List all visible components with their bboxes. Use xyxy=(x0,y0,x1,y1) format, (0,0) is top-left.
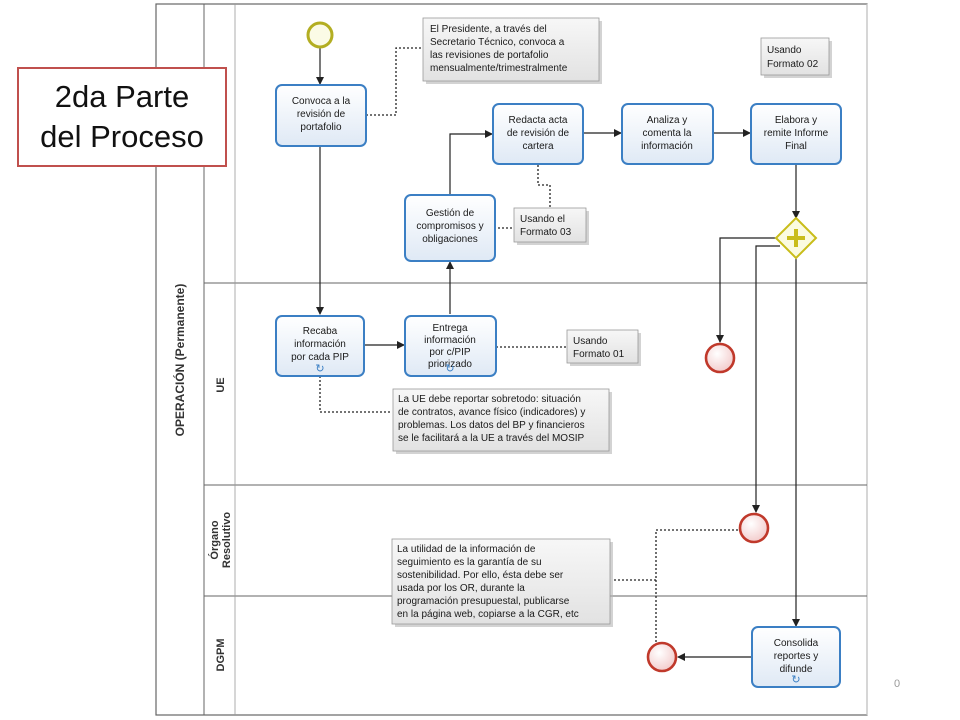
task-analiza-l3: información xyxy=(641,141,693,152)
end-event-organo xyxy=(738,512,770,544)
note-utilidad: La utilidad de la información de seguimie… xyxy=(391,538,613,627)
note-formato02-l1: Usando xyxy=(767,45,802,56)
note-utilidad-l6: en la página web, copiarse a la CGR, etc xyxy=(397,609,579,620)
note-formato03-l1: Usando el xyxy=(520,214,565,225)
task-consolida-l3: difunde xyxy=(780,664,813,675)
note-presidente-l1: El Presidente, a través del xyxy=(430,24,547,35)
task-elabora-l2: remite Informe xyxy=(764,128,829,139)
task-consolida-l1: Consolida xyxy=(774,638,819,649)
task-redacta-l2: de revisión de xyxy=(507,128,570,139)
task-redacta[interactable]: Redacta acta de revisión de cartera xyxy=(492,103,584,165)
note-ue-reporta: La UE debe reportar sobretodo: situación… xyxy=(392,388,612,454)
sequence-flows xyxy=(316,48,800,661)
task-analiza-l1: Analiza y xyxy=(647,115,688,126)
note-utilidad-l5: programación presupuestal, publicarse xyxy=(397,596,570,607)
note-formato03: Usando el Formato 03 xyxy=(513,207,589,245)
task-elabora-l3: Final xyxy=(785,141,807,152)
task-consolida-l2: reportes y xyxy=(774,651,818,662)
note-presidente-l4: mensualmente/trimestralmente xyxy=(430,63,568,74)
parallel-gateway xyxy=(774,216,818,260)
task-gestion-l3: obligaciones xyxy=(422,234,478,245)
associations xyxy=(319,47,738,646)
task-redacta-l1: Redacta acta xyxy=(509,115,568,126)
task-analiza[interactable]: Analiza y comenta la información xyxy=(621,103,714,165)
flow-gateway-end-ue xyxy=(716,237,776,343)
task-redacta-l3: cartera xyxy=(522,141,554,152)
task-entrega-l4: priorizado xyxy=(428,359,472,370)
slide-label: 2da Parte del Proceso xyxy=(17,67,227,167)
task-convoca-l1: Convoca a la xyxy=(292,96,351,107)
lane-label-ue: UE xyxy=(215,377,227,392)
task-gestion-l1: Gestión de xyxy=(426,208,475,219)
start-event xyxy=(306,21,334,49)
note-formato02-l2: Formato 02 xyxy=(767,59,819,70)
note-ue-reporta-l3: problemas. Los datos del BP y financiero… xyxy=(398,420,585,431)
slide-label-line1: 2da Parte xyxy=(54,79,190,114)
loop-icon: ↻ xyxy=(445,362,454,375)
loop-icon: ↻ xyxy=(315,362,324,375)
task-consolida[interactable]: Consolida reportes y difunde ↻ xyxy=(751,626,841,688)
note-utilidad-l3: sostenibilidad. Por ello, ésta debe ser xyxy=(397,570,564,581)
task-recaba-l1: Recaba xyxy=(303,326,338,337)
task-recaba-l3: por cada PIP xyxy=(291,352,349,363)
note-ue-reporta-l1: La UE debe reportar sobretodo: situación xyxy=(398,394,581,405)
task-recaba-l2: información xyxy=(294,339,346,350)
svg-text:La UE debe reportar sobretodo: La UE debe reportar sobretodo: situación… xyxy=(398,394,585,444)
lane-label-organo-2: Resolutivo xyxy=(221,512,233,569)
task-entrega-l2: información xyxy=(424,335,476,346)
lane-label-organo-1: Órgano xyxy=(208,520,221,559)
note-formato03-l2: Formato 03 xyxy=(520,227,572,238)
note-formato01-l1: Usando xyxy=(573,336,608,347)
task-elabora-l1: Elabora y xyxy=(775,115,817,126)
end-event-ue xyxy=(704,342,736,374)
note-presidente-l2: Secretario Técnico, convoca a xyxy=(430,37,565,48)
pool-title: OPERACIÓN (Permanente) xyxy=(172,284,187,437)
task-convoca[interactable]: Convoca a la revisión de portafolio xyxy=(275,84,367,147)
end-event-dgpm xyxy=(646,641,678,673)
task-gestion[interactable]: Gestión de compromisos y obligaciones xyxy=(404,194,496,262)
note-formato01-l2: Formato 01 xyxy=(573,349,625,360)
note-utilidad-l4: usada por los OR, durante la xyxy=(397,583,525,594)
task-convoca-l3: portafolio xyxy=(300,122,342,133)
note-utilidad-l2: seguimiento es la garantía de su xyxy=(397,557,542,568)
loop-icon: ↻ xyxy=(791,673,800,686)
note-utilidad-l1: La utilidad de la información de xyxy=(397,544,536,555)
svg-text:La utilidad de la información: La utilidad de la información de seguimie… xyxy=(397,544,579,620)
task-convoca-l2: revisión de xyxy=(297,109,346,120)
task-gestion-l2: compromisos y xyxy=(416,221,483,232)
page-number: 0 xyxy=(894,678,901,690)
task-entrega-l3: por c/PIP xyxy=(429,347,470,358)
task-analiza-l2: comenta la xyxy=(643,128,692,139)
note-ue-reporta-l4: se le facilitará a la UE a través del MO… xyxy=(398,433,585,444)
task-entrega-l1: Entrega xyxy=(432,323,467,334)
task-recaba[interactable]: Recaba información por cada PIP ↻ xyxy=(275,315,365,377)
lane-label-dgpm: DGPM xyxy=(215,639,227,672)
note-ue-reporta-l2: de contratos, avance físico (indicadores… xyxy=(398,407,585,418)
slide-label-line2: del Proceso xyxy=(40,119,204,154)
flow-gestion-redacta xyxy=(449,130,493,194)
note-presidente-l3: las revisiones de portafolio xyxy=(430,50,549,61)
flow-gateway-end-organo xyxy=(752,245,780,513)
